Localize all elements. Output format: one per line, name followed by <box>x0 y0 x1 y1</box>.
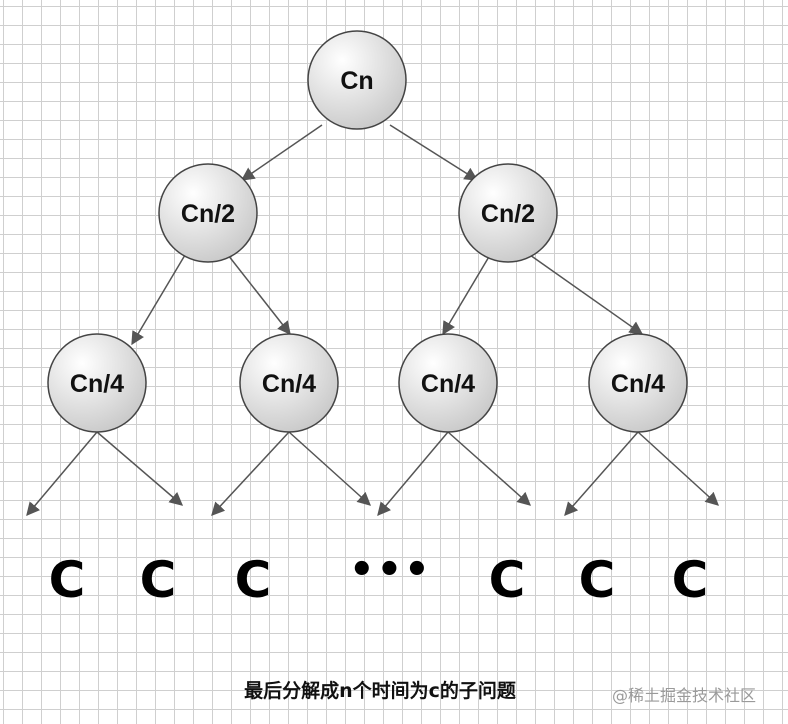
leaf-label: C <box>671 551 709 609</box>
tree-node-level1: Cn/2 <box>158 163 258 263</box>
edge <box>288 431 372 506</box>
leaf-label: C <box>48 551 86 609</box>
leaf-label: C <box>488 551 526 609</box>
node-label: Cn/4 <box>611 370 665 398</box>
tree-node-level2: Cn/4 <box>239 333 339 433</box>
edge <box>211 431 290 516</box>
edge <box>227 254 291 336</box>
edge <box>637 431 719 506</box>
ellipsis: ••• <box>349 547 432 593</box>
edge <box>564 431 639 517</box>
node-label: Cn/4 <box>421 370 475 398</box>
node-label: Cn/4 <box>70 370 124 398</box>
diagram-caption: 最后分解成n个时间为c的子问题 <box>244 680 516 702</box>
tree-node-level2: Cn/4 <box>47 333 147 433</box>
tree-node-level2: Cn/4 <box>588 333 688 433</box>
node-label: Cn <box>340 67 373 95</box>
edge <box>131 254 186 346</box>
leaf-label: C <box>139 551 177 609</box>
leaf-label: C <box>234 551 272 609</box>
tree-node-root: Cn <box>307 30 407 130</box>
edge <box>447 431 532 506</box>
node-label: Cn/2 <box>181 200 235 228</box>
edge <box>389 124 479 181</box>
node-label: Cn/4 <box>262 370 316 398</box>
edge <box>96 431 184 506</box>
leaf-label: C <box>578 551 616 609</box>
edge <box>377 431 449 517</box>
watermark: @稀土掘金技术社区 <box>612 686 757 705</box>
edge <box>26 431 98 517</box>
tree-node-level2: Cn/4 <box>398 333 498 433</box>
edge <box>240 124 323 181</box>
edge <box>529 254 644 335</box>
edge <box>442 254 491 336</box>
tree-node-level1: Cn/2 <box>458 163 558 263</box>
node-label: Cn/2 <box>481 200 535 228</box>
